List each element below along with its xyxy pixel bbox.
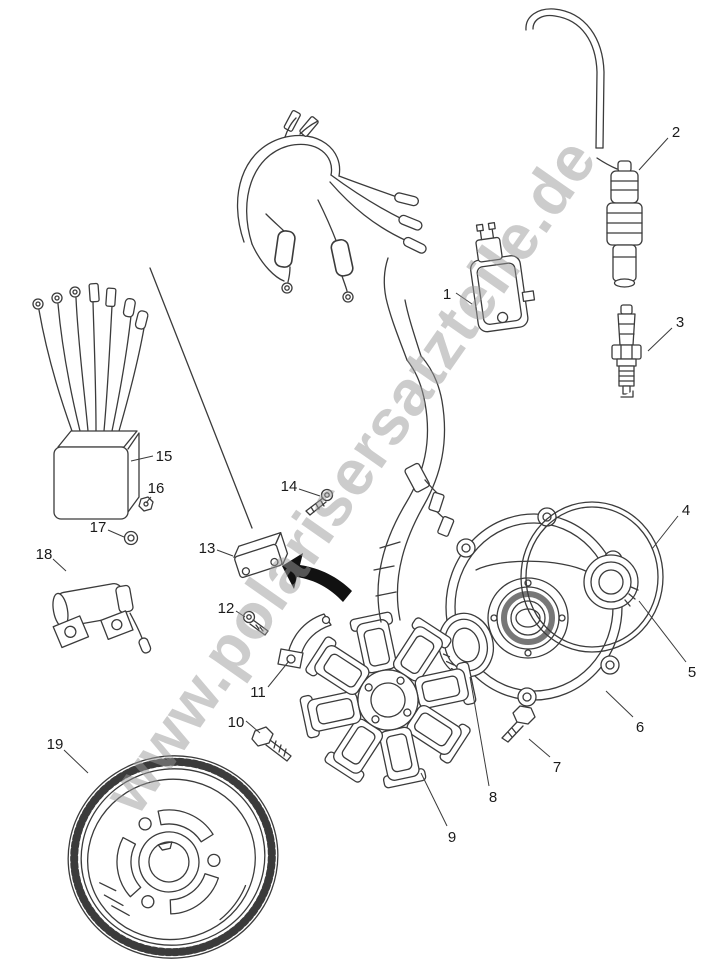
part-labels: 1 2 3 4 5 6 7 8 bbox=[36, 124, 697, 846]
part-label-3: 3 bbox=[647, 314, 684, 352]
cdi-unit bbox=[32, 282, 149, 520]
bolt-10 bbox=[251, 726, 292, 762]
svg-text:15: 15 bbox=[156, 448, 173, 465]
bullet-connector bbox=[394, 192, 419, 207]
part-label-4: 4 bbox=[651, 502, 690, 550]
svg-text:14: 14 bbox=[281, 478, 298, 495]
part-label-6: 6 bbox=[605, 690, 644, 736]
svg-text:19: 19 bbox=[47, 736, 64, 753]
part-label-7: 7 bbox=[528, 738, 561, 776]
part-label-2: 2 bbox=[638, 124, 680, 171]
ignition-coil bbox=[470, 222, 536, 333]
nut bbox=[138, 496, 154, 512]
bearing bbox=[583, 554, 639, 610]
part-label-11: 11 bbox=[250, 660, 290, 701]
part-label-16: 16 bbox=[145, 480, 165, 504]
part-label-1: 1 bbox=[443, 286, 473, 305]
pickup-coil bbox=[233, 532, 289, 579]
spark-plug bbox=[611, 304, 642, 398]
bullet-connector bbox=[122, 297, 136, 318]
svg-text:6: 6 bbox=[636, 719, 644, 736]
ring-terminal bbox=[32, 298, 44, 310]
washer bbox=[123, 530, 139, 546]
svg-text:1: 1 bbox=[443, 286, 451, 303]
stator bbox=[299, 611, 477, 789]
stator-wire-sleeve bbox=[373, 257, 455, 623]
spark-plug-lead bbox=[525, 8, 618, 170]
svg-text:11: 11 bbox=[250, 684, 266, 701]
spade-connector bbox=[283, 110, 301, 132]
part-label-13: 13 bbox=[199, 540, 234, 557]
bolt-7 bbox=[501, 705, 536, 743]
part-label-17: 17 bbox=[90, 519, 125, 538]
svg-text:7: 7 bbox=[553, 759, 561, 776]
bullet-connector bbox=[402, 236, 427, 254]
part-label-19: 19 bbox=[47, 736, 89, 774]
bullet-connector bbox=[134, 310, 149, 330]
svg-text:18: 18 bbox=[36, 546, 53, 563]
part-label-18: 18 bbox=[36, 546, 67, 572]
svg-text:17: 17 bbox=[90, 519, 107, 536]
part-label-8: 8 bbox=[469, 676, 497, 806]
svg-text:2: 2 bbox=[672, 124, 680, 141]
diagram-artwork bbox=[32, 8, 664, 959]
connection-line bbox=[149, 267, 253, 529]
rotation-arrow bbox=[282, 553, 352, 602]
screw-14 bbox=[305, 488, 334, 516]
svg-text:13: 13 bbox=[199, 540, 216, 557]
part-label-12: 12 bbox=[218, 600, 246, 618]
bullet-connector bbox=[398, 214, 423, 231]
grommet bbox=[404, 462, 430, 493]
ignition-relay bbox=[52, 582, 152, 654]
part-label-5: 5 bbox=[638, 600, 696, 681]
svg-text:12: 12 bbox=[218, 600, 235, 617]
o-ring bbox=[520, 501, 664, 653]
screw-12 bbox=[242, 610, 269, 636]
connector-block bbox=[437, 515, 455, 537]
svg-text:10: 10 bbox=[228, 714, 245, 731]
connector-block bbox=[428, 491, 445, 513]
svg-text:9: 9 bbox=[448, 829, 456, 846]
svg-text:16: 16 bbox=[148, 480, 165, 497]
ring-terminal bbox=[281, 282, 293, 294]
flywheel bbox=[67, 755, 279, 959]
oil-seal bbox=[437, 612, 495, 678]
wiring-harness bbox=[236, 110, 427, 303]
part-label-9: 9 bbox=[420, 772, 456, 846]
cable-cap bbox=[274, 230, 296, 268]
ring-terminal bbox=[51, 292, 63, 304]
ring-terminal bbox=[342, 291, 354, 303]
svg-text:5: 5 bbox=[688, 664, 696, 681]
svg-text:3: 3 bbox=[676, 314, 684, 331]
spark-plug-cap bbox=[606, 160, 643, 288]
svg-text:4: 4 bbox=[682, 502, 690, 519]
part-label-10: 10 bbox=[228, 714, 261, 734]
spade-connector bbox=[88, 282, 100, 303]
part-label-14: 14 bbox=[281, 478, 321, 497]
part-label-15: 15 bbox=[130, 448, 173, 465]
svg-text:8: 8 bbox=[489, 789, 497, 806]
spade-connector bbox=[105, 287, 117, 308]
bracket bbox=[277, 613, 332, 669]
ring-terminal bbox=[69, 286, 81, 298]
cable-cap bbox=[330, 238, 354, 277]
